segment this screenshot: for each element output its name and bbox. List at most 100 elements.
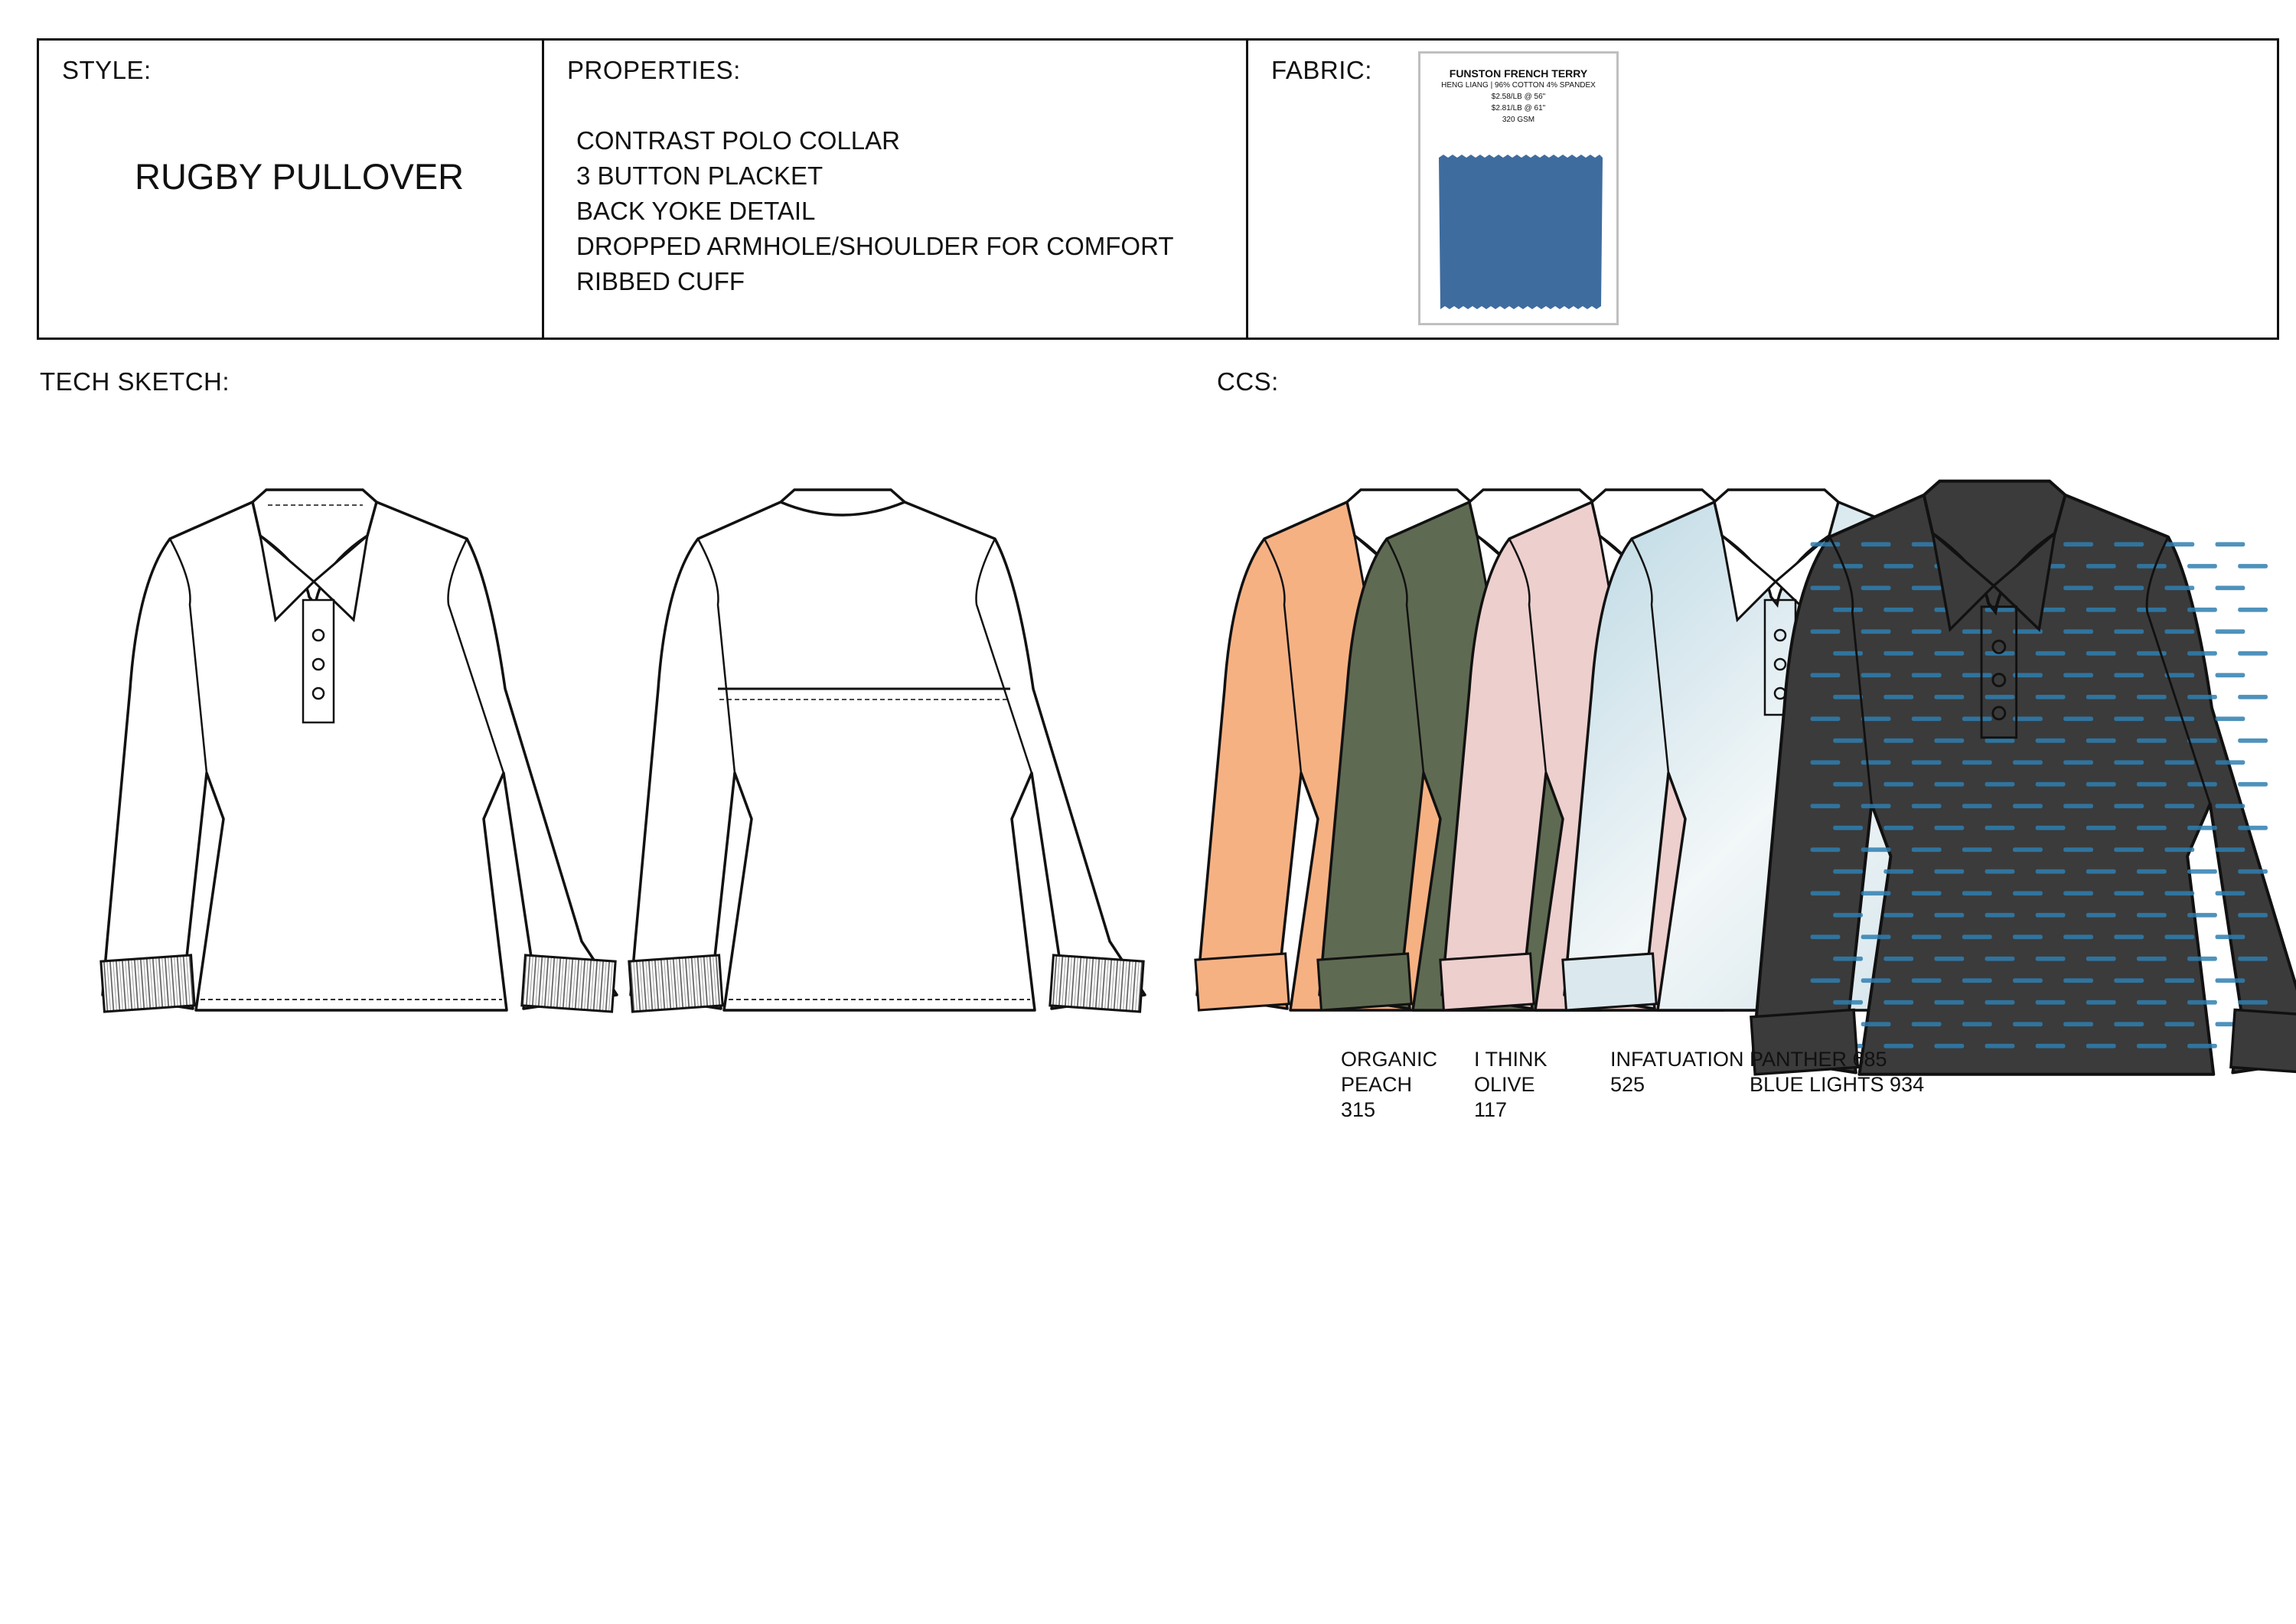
tie-dye-stripe [1934,912,1965,918]
tie-dye-stripe [2013,760,2043,765]
tie-dye-stripe [2063,934,2093,940]
button-icon [311,686,325,700]
tie-dye-stripe [1911,804,1942,809]
tie-dye-stripe [2187,956,2217,961]
tie-dye-stripe [2086,694,2116,699]
tie-dye-stripe [1883,912,1914,918]
back-sketch [628,488,1146,1013]
tie-dye-stripe [2114,804,2144,809]
tie-dye-stripe [2114,629,2144,634]
colorway-garment [1750,479,2296,1076]
tie-dye-stripe [2136,607,2167,612]
tie-dye-stripe [2114,716,2144,722]
property-item: RIBBED CUFF [576,267,745,295]
tie-dye-stripe [2136,1000,2167,1005]
button-icon [1773,628,1787,642]
button-icon [311,657,325,671]
tie-dye-stripe [2238,694,2268,699]
tie-dye-stripe [1861,978,1891,983]
fabric-card-title: FUNSTON FRENCH TERRY [1449,67,1588,80]
fabric-swatch-card: FUNSTON FRENCH TERRY HENG LIANG | 96% CO… [1418,51,1619,325]
tie-dye-stripe [1911,585,1942,591]
tie-dye-stripe [2063,716,2093,722]
tie-dye-stripe [1883,956,1914,961]
style-label: STYLE: [62,56,152,84]
tie-dye-stripe [2136,956,2167,961]
tie-dye-stripe [2013,847,2043,853]
tie-dye-stripe [2063,1022,2093,1027]
tie-dye-stripe [1810,804,1841,809]
front-armhole-left [168,538,208,774]
colorway-label: I THINK OLIVE 117 [1474,1047,1548,1123]
tie-dye-stripe [2013,629,2043,634]
tie-dye-stripe [2114,542,2144,547]
tie-dye-stripe [2187,1000,2217,1005]
tie-dye-stripe [1833,738,1863,743]
tie-dye-stripe [1810,542,1841,547]
tie-dye-stripe [2063,804,2093,809]
fabric-card-line: HENG LIANG | 96% COTTON 4% SPANDEX [1441,81,1596,90]
tie-dye-stripe [2164,804,2195,809]
colorway-armhole [1385,538,1425,774]
tie-dye-stripe [2063,891,2093,896]
tie-dye-stripe [2013,716,2043,722]
tie-dye-stripe [1883,694,1914,699]
property-item: DROPPED ARMHOLE/SHOULDER FOR COMFORT [576,232,1174,260]
tie-dye-stripe [2086,869,2116,874]
tie-dye-stripe [2086,781,2116,787]
tie-dye-stripe [2164,1022,2195,1027]
property-item: CONTRAST POLO COLLAR [576,126,900,155]
properties-list: CONTRAST POLO COLLAR 3 BUTTON PLACKET BA… [576,123,1173,299]
tie-dye-stripe [1810,716,1841,722]
tie-dye-stripe [2215,847,2245,853]
tie-dye-stripe [2013,1022,2043,1027]
tie-dye-stripe [1934,1043,1965,1048]
tie-dye-stripe [1833,869,1863,874]
tie-dye-stripe [1861,585,1891,591]
colorway-label-line: BLUE LIGHTS 934 [1750,1073,1925,1096]
colorway-armhole [2145,536,2212,804]
tie-dye-stripe [2164,891,2195,896]
colorway-placket [1980,605,2018,739]
tie-dye-stripe [1985,781,2015,787]
tie-dye-stripe [2114,847,2144,853]
tie-dye-stripe [1810,978,1841,983]
tie-dye-stripe [1962,804,1992,809]
tie-dye-stripe [2086,825,2116,830]
tie-dye-stripe [2187,607,2217,612]
tie-dye-stripe [1985,1000,2015,1005]
tie-dye-stripe [1810,934,1841,940]
fabric-swatch [1439,155,1603,309]
property-item: BACK YOKE DETAIL [576,197,816,225]
tie-dye-stripe [2164,673,2195,678]
colorway-label-line: 117 [1474,1098,1508,1121]
tie-dye-stripe [2238,651,2268,656]
tie-dye-stripe [1861,716,1891,722]
tie-dye-stripe [2086,912,2116,918]
tie-dye-stripe [2238,1000,2268,1005]
tie-dye-stripe [2238,738,2268,743]
front-body [101,501,618,1012]
tie-dye-stripe [1911,629,1942,634]
front-cuff-right [520,954,617,1013]
front-armhole-right [447,538,505,774]
tie-dye-stripe [1883,869,1914,874]
tie-dye-stripe [2187,1043,2217,1048]
tie-dye-stripe [2086,607,2116,612]
back-body [629,501,1146,1012]
tie-dye-stripe [2013,978,2043,983]
tie-dye-stripe [1934,738,1965,743]
tie-dye-stripe [2136,563,2167,569]
tie-dye-stripe [2035,694,2066,699]
colorway-label: ORGANIC PEACH 315 [1341,1047,1437,1123]
tie-dye-stripe [1810,629,1841,634]
tie-dye-stripe [1883,563,1914,569]
tie-dye-stripe [1883,607,1914,612]
tie-dye-stripe [2187,738,2217,743]
tie-dye-stripe [2136,781,2167,787]
tie-dye-stripe [2035,912,2066,918]
tie-dye-stripe [1861,673,1891,678]
tie-dye-stripe [2187,912,2217,918]
tie-dye-stripe [1985,825,2015,830]
tie-dye-stripe [2136,651,2167,656]
